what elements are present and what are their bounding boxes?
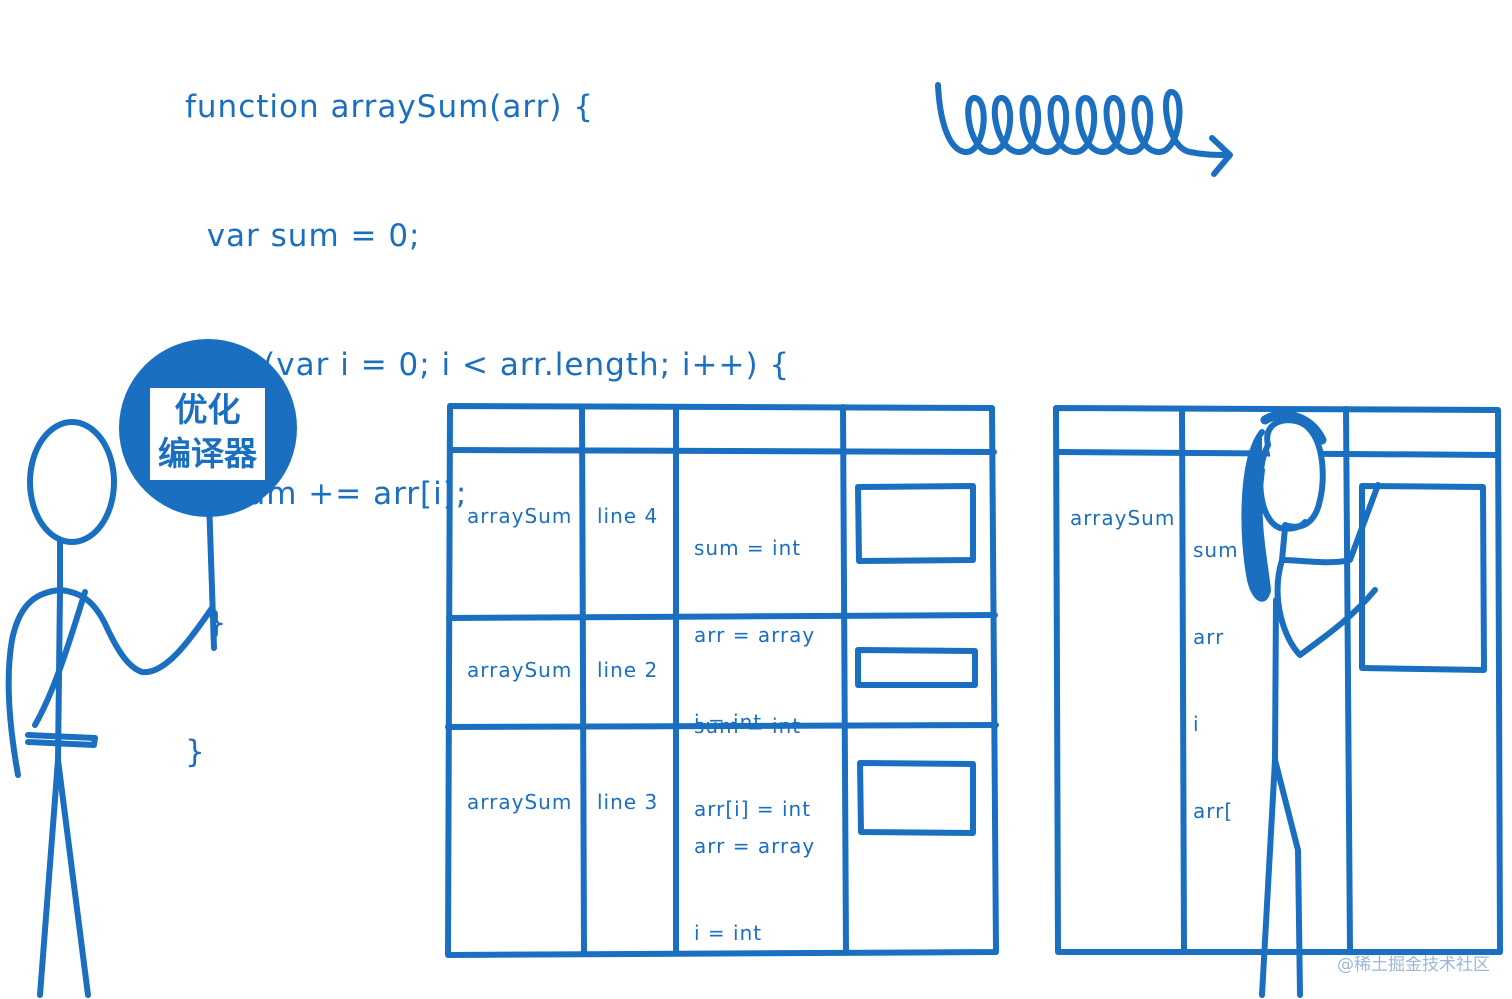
badge-label-bg [150, 388, 265, 480]
code-block: function arraySum(arr) { var sum = 0; fo… [185, 0, 790, 817]
memory-table-left [445, 403, 999, 958]
var-entry: arr[ [1193, 799, 1234, 823]
loop-spiral-icon [935, 82, 1231, 158]
table-cell-vars: arr = array i = int [694, 774, 815, 977]
stick-figure-right [1241, 410, 1381, 998]
var-entry: sum = int [694, 536, 802, 560]
table-cell-function: arraySum [467, 504, 573, 528]
table-cell-function: arraySum [467, 658, 573, 682]
table-cell-vars: sum = int [694, 654, 801, 770]
var-entry: i [1193, 712, 1200, 736]
code-line: var sum = 0; [185, 218, 421, 254]
code-line: function arraySum(arr) { [185, 89, 595, 125]
var-entry: arr [1193, 625, 1225, 649]
var-entry: i = int [694, 921, 763, 945]
var-entry: sum [1193, 538, 1239, 562]
var-entry: arr = array [694, 834, 816, 858]
var-entry: sum = int [694, 714, 802, 738]
code-line: } [185, 734, 206, 770]
watermark: @稀土掘金技术社区 [1337, 955, 1490, 975]
var-entry: i = int [694, 710, 763, 734]
table-cell-function: arraySum [467, 790, 573, 814]
arrowhead-icon [1209, 135, 1233, 177]
badge-label: 优化 编译器 [150, 388, 265, 476]
var-entry: arr = array [694, 623, 816, 647]
table-cell-vars: sum = int arr = array i = int arr[i] = i… [694, 476, 815, 853]
stick-figure-left [5, 419, 215, 998]
table-cell-vars: sum arr i arr[ [1193, 478, 1239, 855]
badge-label-line2: 编译器 [158, 434, 257, 473]
table-cell-line: line 4 [597, 504, 659, 528]
badge-label-line1: 优化 [174, 390, 241, 429]
table-cell-line: line 3 [597, 790, 659, 814]
var-entry: arr[i] = int [694, 797, 812, 821]
table-cell-function: arraySum [1070, 506, 1176, 530]
table-cell-line: line 2 [597, 658, 659, 682]
